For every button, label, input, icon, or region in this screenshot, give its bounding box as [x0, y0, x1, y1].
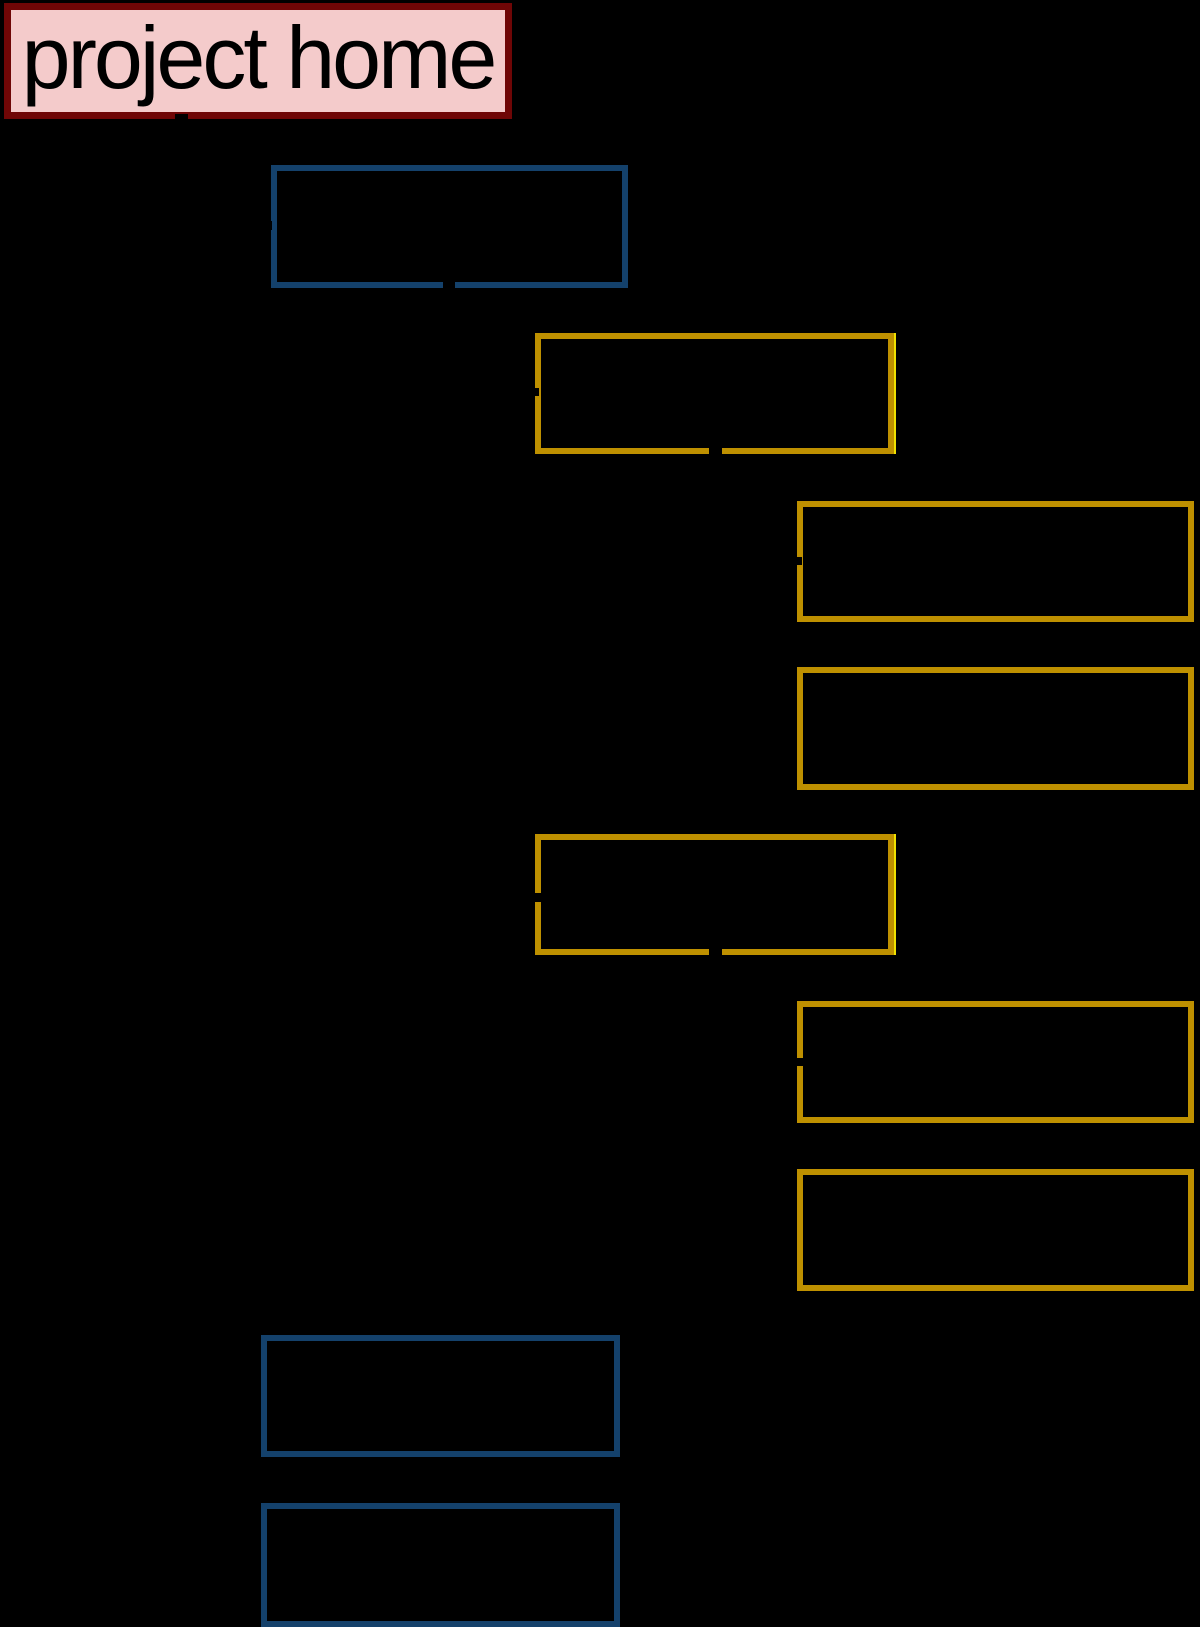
connector-tick-gold-b-left — [792, 557, 802, 565]
connector-tick-gold-d-left — [533, 893, 542, 902]
connector-tick-gold-e-left — [793, 1058, 803, 1066]
connector-tick-home-bottom — [175, 114, 188, 123]
connector-tick-gold-a-left — [529, 388, 539, 396]
node-blue-3[interactable] — [261, 1503, 620, 1627]
node-gold-e[interactable] — [797, 1001, 1194, 1123]
connector-tick-gold-d-bottom — [709, 949, 722, 956]
node-gold-f[interactable] — [797, 1169, 1194, 1291]
node-gold-a[interactable] — [535, 333, 896, 454]
node-gold-c[interactable] — [797, 667, 1194, 790]
connector-tick-gold-a-bottom — [709, 448, 722, 455]
project-home-label: project home — [21, 8, 498, 107]
node-gold-d[interactable] — [535, 834, 896, 955]
node-gold-b[interactable] — [797, 501, 1194, 622]
node-blue-2[interactable] — [261, 1335, 620, 1457]
connector-tick-blue1-left — [263, 221, 272, 230]
node-project-home[interactable]: project home — [4, 3, 512, 119]
node-blue-1[interactable] — [271, 165, 628, 288]
connector-tick-blue1-bottom — [443, 281, 455, 290]
